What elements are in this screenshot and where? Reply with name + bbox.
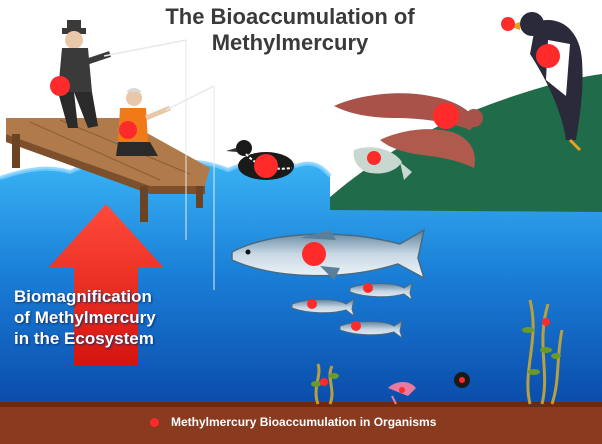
biomag-line-3: in the Ecosystem bbox=[14, 328, 204, 349]
mercury-dot-eagle bbox=[536, 44, 560, 68]
mercury-dot-child bbox=[119, 121, 137, 139]
mercury-dot-loon bbox=[254, 154, 278, 178]
biomag-line-1: Biomagnification bbox=[14, 286, 204, 307]
sediment-top-edge bbox=[0, 402, 602, 407]
title-line-2: Methylmercury bbox=[120, 30, 460, 56]
mercury-dot-small-fish-2 bbox=[307, 299, 317, 309]
mercury-dot-shrimp bbox=[399, 387, 405, 393]
mercury-dot-small-fish-3 bbox=[351, 321, 361, 331]
mercury-dot-small-fish-1 bbox=[363, 283, 373, 293]
biomagnification-label: Biomagnification of Methylmercury in the… bbox=[14, 286, 204, 349]
legend: Methylmercury Bioaccumulation in Organis… bbox=[150, 412, 436, 432]
mercury-dot-eagle-prey bbox=[501, 17, 515, 31]
mercury-dot-weed-right bbox=[542, 318, 550, 326]
legend-dot-icon bbox=[150, 418, 159, 427]
mercury-dot-adult bbox=[50, 76, 70, 96]
legend-label: Methylmercury Bioaccumulation in Organis… bbox=[171, 415, 436, 429]
mercury-dot-weed-left bbox=[320, 378, 328, 386]
mercury-dot-snail bbox=[459, 377, 465, 383]
mercury-dot-otter bbox=[433, 103, 459, 129]
title-line-1: The Bioaccumulation of bbox=[120, 4, 460, 30]
diagram-title: The Bioaccumulation of Methylmercury bbox=[120, 4, 460, 56]
biomag-line-2: of Methylmercury bbox=[14, 307, 204, 328]
mercury-dot-large-fish bbox=[302, 242, 326, 266]
mercury-dot-trout bbox=[367, 151, 381, 165]
